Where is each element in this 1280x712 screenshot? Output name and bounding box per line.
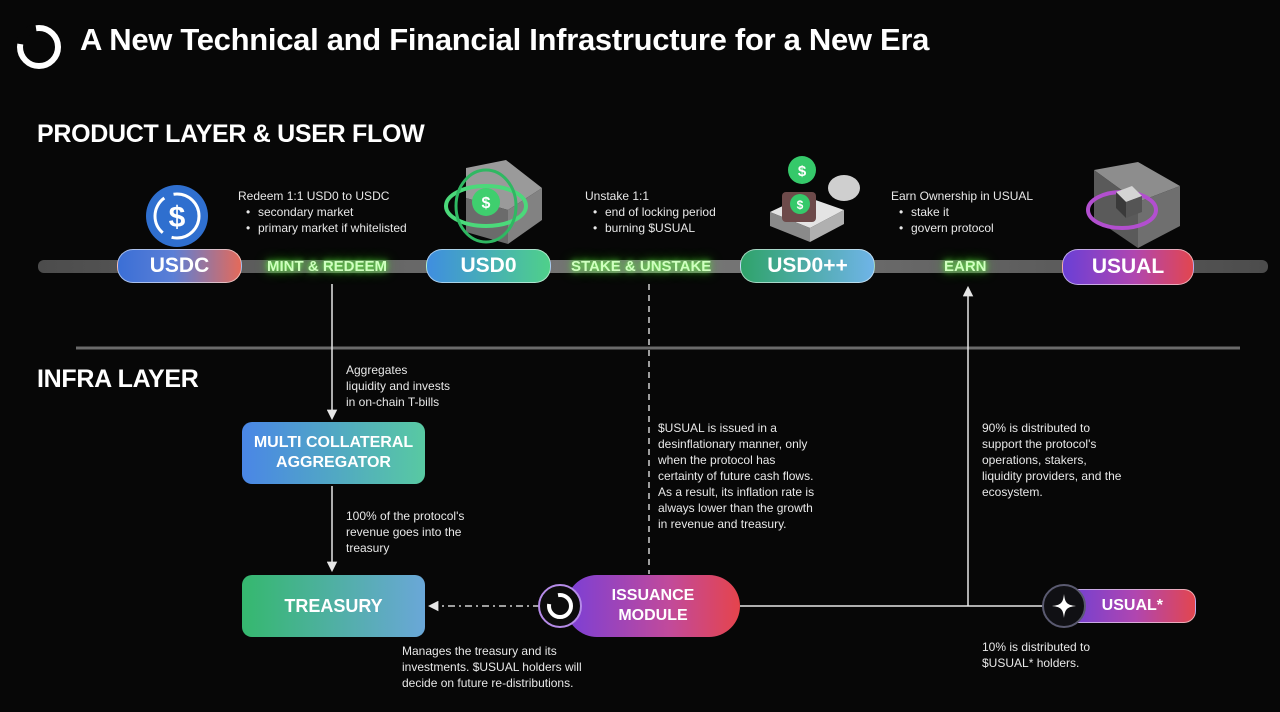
sparkle-icon (1042, 584, 1086, 628)
redeem-note: Redeem 1:1 USD0 to USDC secondary market… (238, 188, 407, 236)
aggregator-label-line2: AGGREGATOR (276, 454, 391, 471)
revenue-note: 100% of the protocol's revenue goes into… (346, 508, 464, 556)
unstake-note-item: end of locking period (593, 204, 716, 220)
usual-cube-icon (1080, 162, 1182, 254)
treasury-box[interactable]: TREASURY (242, 575, 425, 637)
note-line: treasury (346, 541, 390, 555)
treasury-management-note: Manages the treasury and its investments… (402, 643, 582, 691)
earn-note-title: Earn Ownership in USUAL (891, 189, 1034, 203)
note-line: decide on future re-distributions. (402, 676, 574, 690)
usd0pp-stack-icon: $ $ (764, 152, 864, 247)
note-line: $USUAL* holders. (982, 656, 1080, 670)
stake-unstake-label: STAKE & UNSTAKE (571, 258, 712, 275)
multi-collateral-aggregator-box[interactable]: MULTI COLLATERAL AGGREGATOR (242, 422, 425, 484)
svg-text:$: $ (797, 198, 804, 212)
usual-token-pill[interactable]: USUAL (1062, 249, 1194, 285)
product-layer-heading: PRODUCT LAYER & USER FLOW (37, 120, 425, 148)
usdc-token-pill[interactable]: USDC (117, 249, 242, 283)
infra-layer-heading: INFRA LAYER (37, 365, 199, 393)
note-line: investments. $USUAL holders will (402, 660, 582, 674)
note-line: liquidity providers, and the (982, 469, 1122, 483)
note-line: 10% is distributed to (982, 640, 1091, 654)
earn-label: EARN (944, 258, 987, 275)
note-line: in revenue and treasury. (658, 517, 787, 531)
aggregates-note: Aggregates liquidity and invests in on-c… (346, 362, 450, 410)
product-rail (38, 260, 1268, 273)
issuance-label-line2: MODULE (618, 607, 688, 624)
usd0pp-token-pill[interactable]: USD0++ (740, 249, 875, 283)
redeem-note-item: primary market if whitelisted (246, 220, 407, 236)
mint-redeem-label: MINT & REDEEM (267, 258, 387, 275)
note-line: desinflationary manner, only (658, 437, 808, 451)
note-line: always lower than the growth (658, 501, 813, 515)
earn-note-item: govern protocol (899, 220, 1033, 236)
svg-text:$: $ (798, 163, 807, 180)
distributed-10-note: 10% is distributed to $USUAL* holders. (982, 639, 1090, 671)
note-line: revenue goes into the (346, 525, 462, 539)
page-title: A New Technical and Financial Infrastruc… (80, 22, 930, 57)
issuance-label-line1: ISSUANCE (611, 587, 695, 604)
note-line: As a result, its inflation rate is (658, 485, 815, 499)
usdc-coin-icon: $ (144, 183, 210, 249)
svg-text:$: $ (169, 201, 186, 234)
earn-note: Earn Ownership in USUAL stake it govern … (891, 188, 1033, 236)
note-line: Aggregates (346, 363, 408, 377)
treasury-label: TREASURY (284, 596, 383, 616)
earn-note-item: stake it (899, 204, 1033, 220)
usd0-token-pill[interactable]: USD0 (426, 249, 551, 283)
redeem-note-item: secondary market (246, 204, 407, 220)
redeem-note-title: Redeem 1:1 USD0 to USDC (238, 189, 390, 203)
aggregator-label-line1: MULTI COLLATERAL (253, 434, 414, 451)
distributed-90-note: 90% is distributed to support the protoc… (982, 420, 1121, 500)
issuance-module-box[interactable]: ISSUANCE MODULE (566, 575, 740, 637)
note-line: when the protocol has (658, 453, 776, 467)
note-line: $USUAL is issued in a (658, 421, 777, 435)
usd0-coin-icon: $ (436, 158, 546, 250)
note-line: 90% is distributed to (982, 421, 1091, 435)
unstake-note-item: burning $USUAL (593, 220, 716, 236)
note-line: ecosystem. (982, 485, 1043, 499)
note-line: support the protocol's (982, 437, 1097, 451)
note-line: in on-chain T-bills (346, 395, 440, 409)
note-line: Manages the treasury and its (402, 644, 557, 658)
note-line: liquidity and invests (346, 379, 451, 393)
note-line: operations, stakers, (982, 453, 1087, 467)
note-line: 100% of the protocol's (346, 509, 465, 523)
issuance-note: $USUAL is issued in a desinflationary ma… (658, 420, 814, 532)
unstake-note-title: Unstake 1:1 (585, 189, 650, 203)
usual-logo-icon (14, 22, 64, 72)
note-line: certainty of future cash flows. (658, 469, 814, 483)
unstake-note: Unstake 1:1 end of locking period burnin… (585, 188, 716, 236)
usual-circle-icon (538, 584, 582, 628)
svg-text:$: $ (482, 195, 491, 212)
